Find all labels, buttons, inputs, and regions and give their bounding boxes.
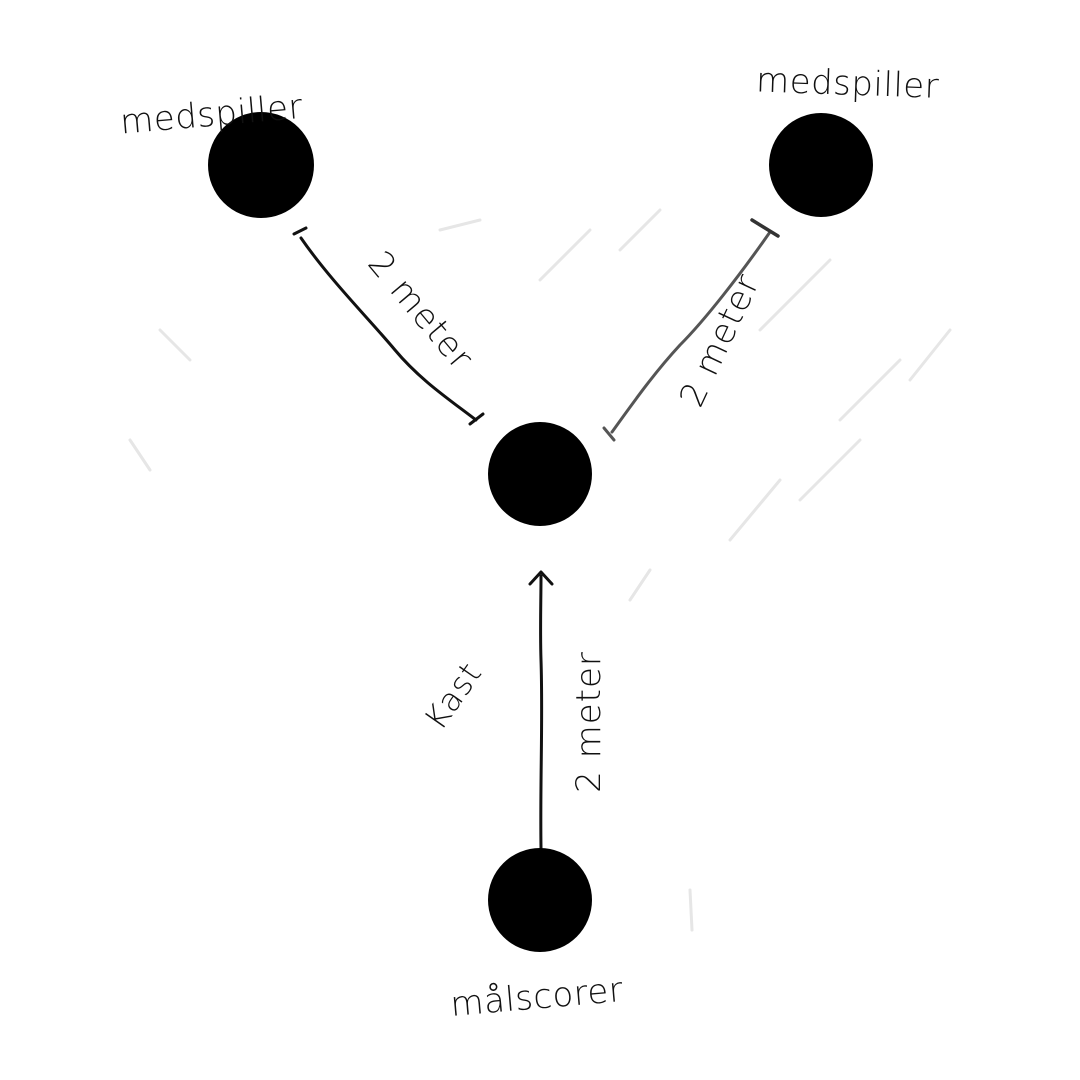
throw-arrow-head — [528, 570, 554, 586]
background-smudges — [128, 208, 952, 932]
end-tick-left-top — [292, 226, 308, 236]
distance-label-left: 2 meter — [360, 244, 482, 378]
end-tick-left-bottom — [468, 412, 485, 426]
connection-left — [292, 226, 485, 426]
connection-right — [602, 218, 780, 442]
distance-line-left — [299, 236, 478, 422]
label-right-teammate: medspiller — [755, 60, 939, 106]
action-label-throw: Kast — [416, 655, 489, 737]
player-dot-center — [488, 422, 592, 526]
connection-throw — [528, 570, 554, 850]
distance-line-right — [610, 230, 772, 434]
label-scorer: målscorer — [449, 970, 625, 1025]
player-dot-scorer — [488, 848, 592, 952]
end-tick-right-top — [750, 218, 780, 238]
distance-label-throw: 2 meter — [569, 651, 609, 793]
player-dot-right-teammate — [769, 113, 873, 217]
end-tick-right-bottom — [602, 426, 616, 442]
player-dot-left-teammate — [208, 112, 314, 218]
throw-arrow-line — [539, 574, 544, 850]
